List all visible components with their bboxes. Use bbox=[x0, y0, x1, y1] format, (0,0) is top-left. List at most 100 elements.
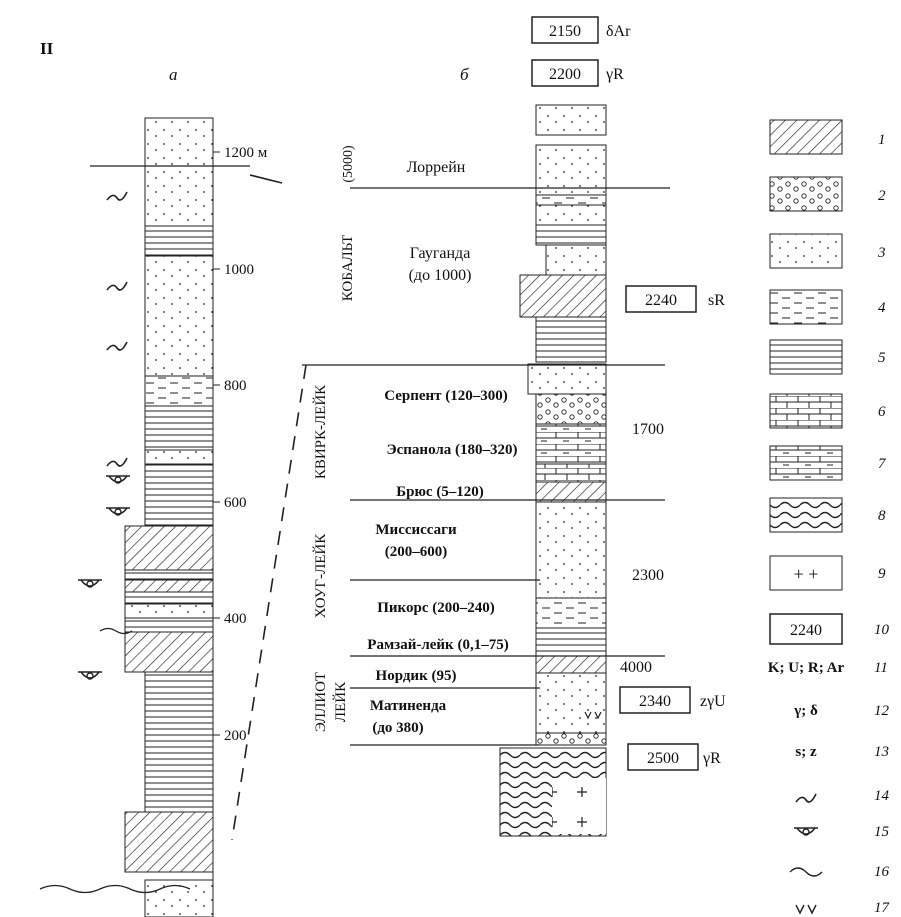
col-b-layer bbox=[528, 364, 606, 394]
side-age: 1700 bbox=[632, 421, 664, 438]
legend-num: 11 bbox=[874, 660, 888, 676]
col-b-layer bbox=[536, 205, 606, 225]
legend-num: 10 bbox=[874, 622, 890, 638]
col-b-layer bbox=[536, 502, 606, 598]
svg-text:200: 200 bbox=[224, 728, 247, 744]
col-a-layer bbox=[125, 592, 213, 604]
col-b-layer bbox=[536, 733, 606, 745]
legend-num: 13 bbox=[874, 744, 889, 760]
legend-plus-symbol: + + bbox=[794, 564, 819, 584]
formation-name: Нордик (95) bbox=[376, 668, 457, 684]
legend-num: 1 bbox=[878, 132, 886, 148]
legend-text: γ; δ bbox=[793, 703, 818, 719]
age-box-label: δAr bbox=[606, 23, 631, 40]
legend-num: 5 bbox=[878, 350, 886, 366]
col-a-layer bbox=[145, 450, 213, 464]
legend-swatch bbox=[770, 120, 842, 154]
col-a-layer bbox=[125, 604, 213, 618]
col-a-layer bbox=[145, 226, 213, 256]
correlation-dashed-line bbox=[232, 365, 306, 840]
fossil-symbol bbox=[107, 458, 127, 466]
col-a-layer bbox=[125, 526, 213, 570]
legend-num: 6 bbox=[878, 404, 886, 420]
legend-num: 2 bbox=[878, 188, 886, 204]
age-box-value: 2200 bbox=[549, 66, 581, 83]
col-b-layer bbox=[536, 628, 606, 656]
col-b-layer bbox=[536, 394, 606, 424]
age-box-label: zγU bbox=[700, 693, 726, 710]
depth-tick: 800 bbox=[213, 378, 247, 394]
col-a-layer bbox=[145, 118, 213, 226]
legend-swatch bbox=[770, 177, 842, 211]
col-a-layer bbox=[145, 256, 213, 376]
column-b: 2150 δAr 2200 γR bbox=[302, 17, 726, 836]
depth-tick: 1000 bbox=[213, 262, 254, 278]
legend-num: 14 bbox=[874, 788, 890, 804]
eye-symbol bbox=[106, 508, 130, 515]
col-a-layer bbox=[125, 580, 213, 592]
legend-num: 3 bbox=[877, 245, 886, 261]
legend-num: 15 bbox=[874, 824, 890, 840]
group-thickness: (5000) bbox=[341, 145, 356, 183]
col-b-layer bbox=[536, 225, 606, 245]
legend-num: 16 bbox=[874, 864, 890, 880]
legend: + + 2240 K; U; R; Ar γ; δ s; z 1 2 3 4 5… bbox=[768, 120, 891, 916]
legend-swatch bbox=[770, 446, 842, 480]
correlation-line bbox=[250, 175, 282, 183]
svg-text:800: 800 bbox=[224, 378, 247, 394]
col-a-layer bbox=[125, 632, 213, 672]
fossil-symbol bbox=[107, 192, 127, 200]
col-b-layer bbox=[536, 317, 606, 362]
group-name: ЛЕЙК bbox=[332, 681, 349, 722]
volcanic-symbol bbox=[796, 905, 816, 913]
formation-thickness: (до 1000) bbox=[409, 267, 472, 284]
svg-text:1200 м: 1200 м bbox=[224, 145, 268, 161]
formation-name: Гауганда bbox=[410, 245, 471, 262]
svg-text:600: 600 bbox=[224, 495, 247, 511]
depth-tick: 200 bbox=[213, 728, 247, 744]
group-name: КВИРК-ЛЕЙК bbox=[312, 384, 329, 479]
eye-symbol bbox=[78, 580, 102, 587]
col-a-layer bbox=[125, 812, 213, 872]
eye-symbol bbox=[794, 828, 818, 835]
group-name: ЭЛЛИОТ bbox=[313, 672, 329, 732]
legend-num: 8 bbox=[878, 508, 886, 524]
legend-swatch bbox=[770, 340, 842, 374]
formation-name: Серпент (120–300) bbox=[384, 388, 508, 404]
age-box-value: 2240 bbox=[645, 292, 677, 309]
col-b-layer bbox=[536, 598, 606, 628]
fossil-symbol bbox=[796, 794, 816, 802]
formation-name: Матиненда bbox=[370, 698, 447, 714]
group-name: КОБАЛЬТ bbox=[340, 235, 356, 302]
legend-text: K; U; R; Ar bbox=[768, 660, 845, 676]
formation-name: Миссиссаги bbox=[375, 522, 457, 538]
col-b-layer bbox=[520, 275, 606, 317]
legend-num: 7 bbox=[878, 456, 887, 472]
legend-text: 2240 bbox=[790, 622, 822, 639]
col-b-layer bbox=[552, 778, 606, 834]
legend-swatch bbox=[770, 290, 842, 324]
legend-num: 12 bbox=[874, 703, 890, 719]
col-a-layer bbox=[145, 672, 213, 812]
depth-tick: 1200 м bbox=[213, 145, 268, 161]
col-a-layer bbox=[125, 618, 213, 632]
col-b-layer bbox=[536, 482, 606, 502]
age-box-value: 2340 bbox=[639, 693, 671, 710]
svg-text:1000: 1000 bbox=[224, 262, 254, 278]
legend-swatch bbox=[770, 498, 842, 532]
fossil-symbol bbox=[107, 342, 127, 350]
col-b-layer bbox=[536, 656, 606, 673]
unconformity-symbol bbox=[790, 868, 822, 876]
legend-num: 9 bbox=[878, 566, 886, 582]
formation-thickness: (до 380) bbox=[372, 720, 423, 736]
legend-text: s; z bbox=[795, 744, 817, 760]
side-age: 4000 bbox=[620, 659, 652, 676]
panel-label: II bbox=[40, 39, 54, 58]
fossil-symbol bbox=[107, 282, 127, 290]
col-b-layer bbox=[536, 195, 606, 205]
group-name: ХОУГ-ЛЕЙК bbox=[312, 533, 329, 619]
col-a-layer bbox=[125, 570, 213, 580]
col-b-layer bbox=[536, 464, 606, 482]
col-a-layer bbox=[145, 376, 213, 406]
